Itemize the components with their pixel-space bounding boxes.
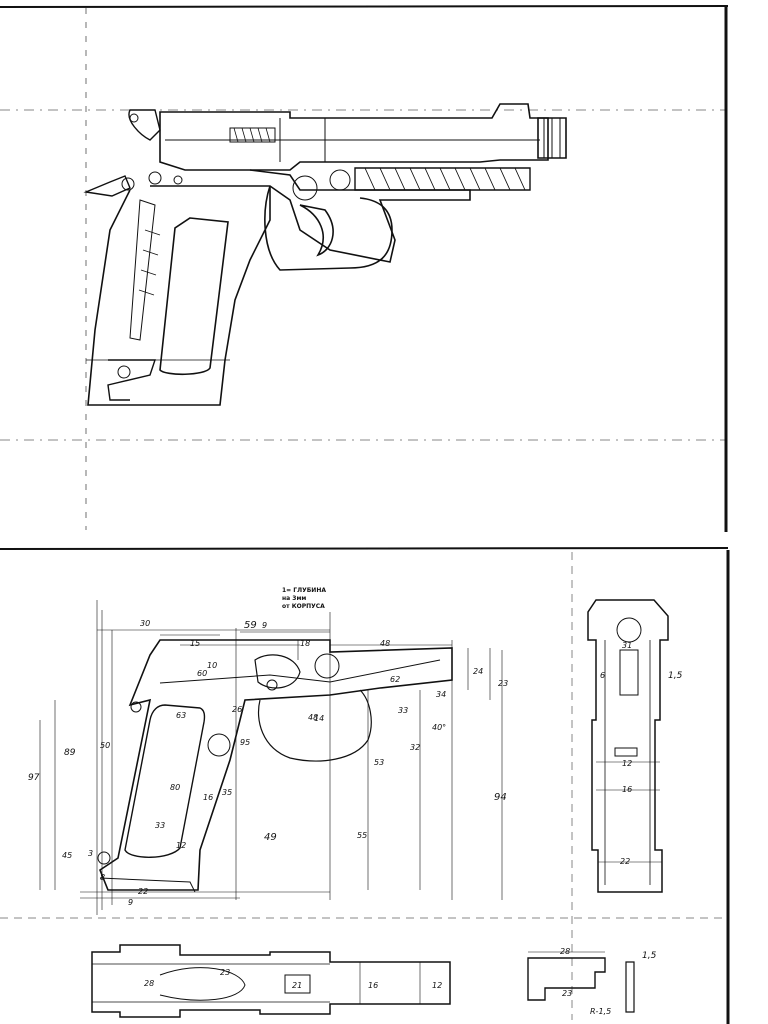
dim-50: 50	[100, 741, 110, 750]
dim-detail-1-5: 1,5	[642, 951, 657, 961]
dim-97: 97	[28, 773, 40, 783]
dim-94: 94	[494, 792, 507, 803]
dim-31: 31	[622, 641, 632, 650]
dim-1-5: 1,5	[668, 671, 683, 681]
dim-55: 55	[357, 831, 367, 840]
dim-plan-21: 21	[292, 981, 302, 990]
dim-80: 80	[170, 783, 180, 792]
small-bracket-detail	[528, 958, 605, 1000]
top-drawing-panel	[0, 6, 728, 532]
dim-12: 12	[176, 841, 186, 850]
hammer-spur	[86, 176, 130, 196]
dim-89: 89	[64, 748, 76, 758]
dim-40: 40°	[432, 723, 446, 732]
panel-top-border-2	[0, 548, 728, 549]
dim-63: 63	[176, 711, 186, 720]
dim-53: 53	[374, 758, 384, 767]
dim-62: 62	[390, 675, 400, 684]
dim-30: 30	[140, 619, 150, 628]
trigger-guard-profile	[259, 690, 372, 761]
dim-48b: 48	[308, 713, 318, 722]
dim-59b: 9	[262, 621, 267, 630]
dim-detail-28: 28	[560, 947, 570, 956]
trigger-guard	[265, 186, 392, 270]
dim-detail-r15: R-1,5	[590, 1007, 611, 1016]
dim-end-12: 12	[622, 759, 632, 768]
dim-48: 48	[380, 639, 390, 648]
depth-note-line1: 1= ГЛУБИНА	[282, 587, 326, 594]
dim-10: 10	[207, 661, 217, 670]
dim-detail-23: 23	[562, 989, 572, 998]
dim-60: 60	[197, 669, 207, 678]
dimension-labels: 30 59 9 15 10 48 18 62 60 34 33 24 23 40…	[28, 619, 683, 1016]
dim-33: 33	[398, 706, 408, 715]
dim-18: 18	[300, 639, 310, 648]
grip-outline	[88, 186, 270, 405]
rail-line	[160, 660, 440, 683]
pivot-hole-2	[208, 734, 230, 756]
pivot-hole-3	[131, 702, 141, 712]
dim-plan-23: 23	[220, 968, 230, 977]
slide-outline	[160, 104, 548, 170]
dim-34: 34	[436, 690, 446, 699]
bottom-drawing-panel	[0, 548, 728, 1024]
dim-26: 26	[232, 705, 242, 714]
dim-plan-28: 28	[144, 979, 154, 988]
grip-cutout	[125, 705, 205, 857]
panel-top-border	[0, 6, 728, 7]
dim-3: 3	[88, 849, 93, 858]
dim-23: 23	[498, 679, 508, 688]
dim-plan-16: 16	[368, 981, 378, 990]
dim-end-22: 22	[620, 857, 630, 866]
frame-end-view	[588, 600, 668, 892]
dim-33b: 33	[155, 821, 165, 830]
slide-plan-view	[92, 945, 450, 1017]
dim-95: 95	[240, 738, 250, 747]
dim-8: 8	[100, 873, 105, 882]
small-plate-detail	[626, 962, 634, 1012]
dimension-lines	[40, 600, 502, 915]
magazine-catch	[108, 360, 155, 400]
dim-35: 35	[222, 788, 232, 797]
frame-outline	[150, 170, 470, 262]
hammer	[129, 110, 160, 140]
dim-14: 14	[314, 714, 324, 723]
dim-9: 9	[128, 898, 133, 907]
recoil-spring	[365, 168, 525, 190]
pivot-hole-1	[315, 654, 339, 678]
dim-59: 59	[244, 620, 257, 631]
dim-49: 49	[264, 832, 277, 843]
dim-16: 16	[203, 793, 213, 802]
trigger	[300, 205, 333, 255]
dim-end-16: 16	[622, 785, 632, 794]
depth-note-line3: от КОРПУСА	[282, 603, 325, 610]
drawing-note: 1= ГЛУБИНА на 3мм от КОРПУСА	[282, 587, 326, 610]
dim-32: 32	[410, 743, 420, 752]
dim-plan-12: 12	[432, 981, 442, 990]
dim-22: 22	[138, 887, 148, 896]
pivot-hole-4	[98, 852, 110, 864]
grip-panel	[160, 218, 228, 374]
magazine-spring-rod	[130, 200, 155, 340]
dim-24: 24	[473, 667, 483, 676]
dim-15: 15	[190, 639, 200, 648]
depth-note-line2: на 3мм	[282, 595, 306, 602]
firing-pin-spring	[230, 128, 275, 142]
dim-6: 6	[600, 671, 605, 680]
dim-45: 45	[62, 851, 72, 860]
